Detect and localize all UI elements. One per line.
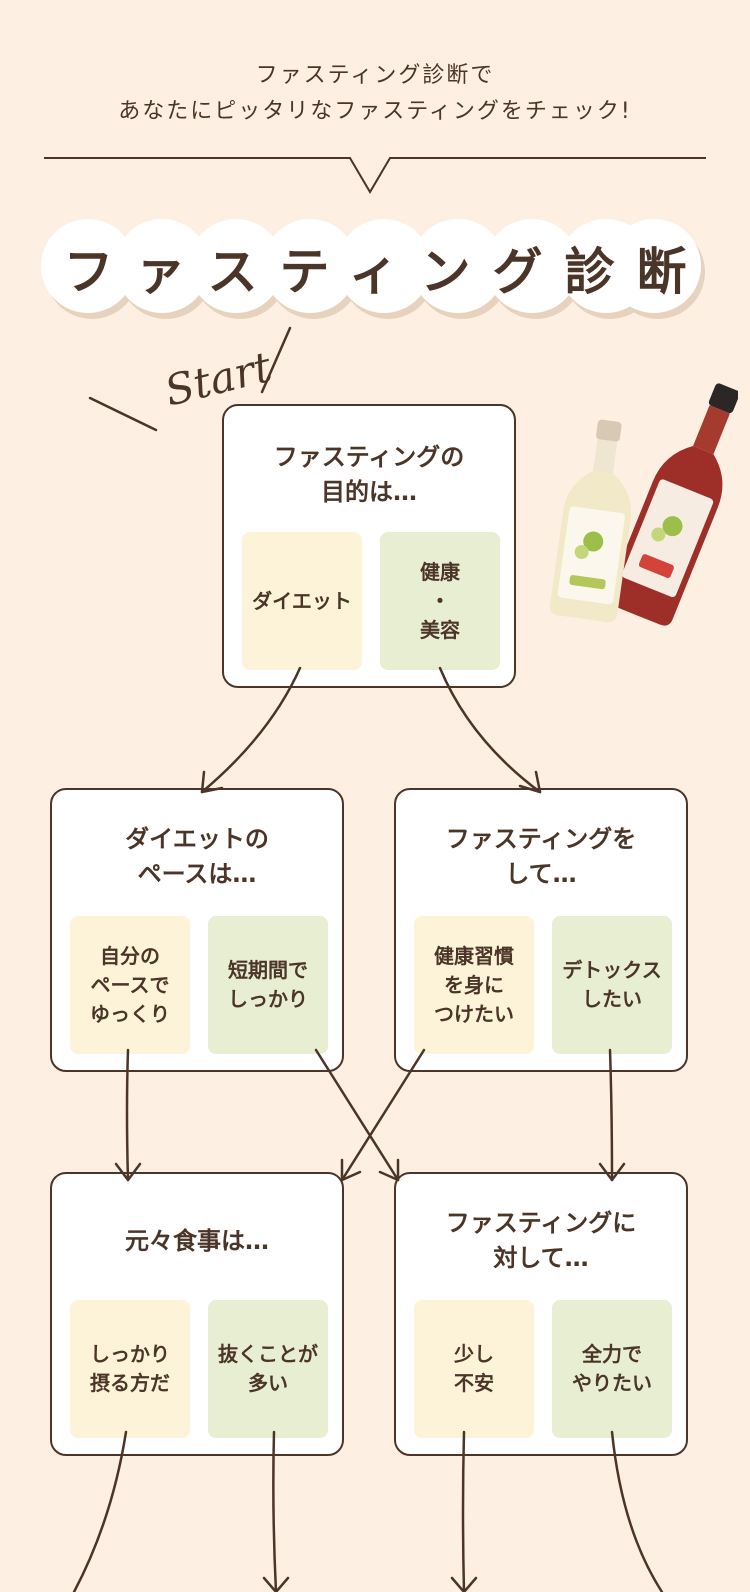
question-card-meals: 元々食事は… しっかり 摂る方だ 抜くことが 多い [50,1172,344,1456]
intro-line-2: あなたにピッタリなファスティングをチェック! [118,99,632,124]
option-detox[interactable]: デトックス したい [552,916,672,1054]
question-title: ダイエットの ペースは… [125,825,269,888]
option-a-bit-anxious[interactable]: 少し 不安 [414,1300,534,1438]
product-bottles-image [549,383,738,626]
option-diet[interactable]: ダイエット [242,532,362,670]
option-eat-properly[interactable]: しっかり 摂る方だ [70,1300,190,1438]
option-health-beauty[interactable]: 健康 ・ 美容 [380,532,500,670]
option-healthy-habit[interactable]: 健康習慣 を身に つけたい [414,916,534,1054]
arrow-full-effort-down [610,1430,664,1592]
question-title: ファスティングを して… [445,825,637,888]
option-full-effort[interactable]: 全力で やりたい [552,1300,672,1438]
question-card-attitude: ファスティングに 対して… 少し 不安 全力で やりたい [394,1172,688,1456]
question-card-fasting-goal: ファスティングを して… 健康習慣 を身に つけたい デトックス したい [394,788,688,1072]
page-title: ファスティング診断 [63,243,709,301]
question-title: ファスティングの 目的は… [273,443,465,506]
question-card-purpose: ファスティングの 目的は… ダイエット 健康 ・ 美容 [222,404,516,688]
speech-pointer-divider [44,157,706,194]
option-short-term-firmly[interactable]: 短期間で しっかり [208,916,328,1054]
question-title: 元々食事は… [125,1227,269,1255]
intro-line-1: ファスティング診断で [255,63,495,88]
start-decoration-lines [88,326,292,432]
title-cloud-bubble [41,219,705,319]
option-often-skip[interactable]: 抜くことが 多い [208,1300,328,1438]
option-own-pace-slowly[interactable]: 自分の ペースで ゆっくり [70,916,190,1054]
arrow-eat-properly-down [72,1430,128,1592]
arrow-anxious-down [461,1430,466,1592]
question-card-diet-pace: ダイエットの ペースは… 自分の ペースで ゆっくり 短期間で しっかり [50,788,344,1072]
arrow-often-skip-down [272,1430,278,1592]
intro-text: ファスティング診断で あなたにピッタリなファスティングをチェック! [0,58,750,130]
question-title: ファスティングに 対して… [445,1209,637,1272]
